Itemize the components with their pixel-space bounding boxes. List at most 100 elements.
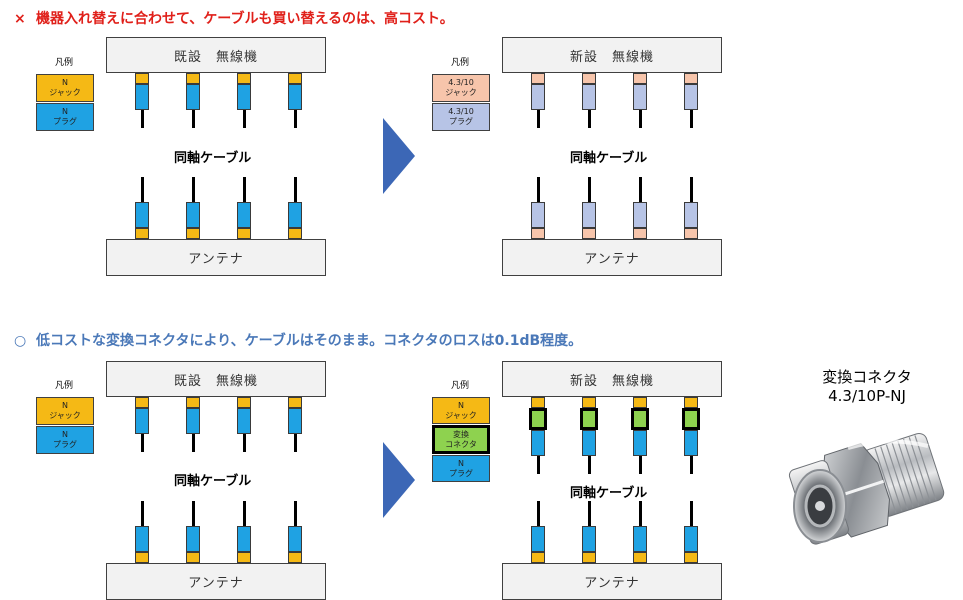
legend-line: N — [62, 430, 68, 439]
plug-connector — [186, 408, 200, 434]
plug-connector — [633, 430, 647, 456]
legend-n-jack: N ジャック — [36, 397, 94, 425]
plug-connector — [531, 526, 545, 552]
plug-connector — [186, 84, 200, 110]
jack-connector — [288, 228, 302, 239]
jack-connector — [531, 73, 545, 84]
legend-n-jack: N ジャック — [432, 397, 490, 424]
jack-connector — [582, 228, 596, 239]
legend-line: ジャック — [49, 88, 81, 97]
cable-wire — [191, 501, 195, 526]
cable-wire — [191, 434, 195, 452]
antenna-box: アンテナ — [502, 239, 722, 276]
plug-connector — [531, 202, 545, 228]
plug-connector — [135, 202, 149, 228]
plug-connector — [633, 202, 647, 228]
legend-title: 凡例 — [54, 381, 73, 391]
plug-connector — [531, 84, 545, 110]
jack-connector — [135, 552, 149, 563]
radio-box: 新設 無線機 — [502, 37, 722, 73]
legend-adapter: 変換 コネクタ — [432, 425, 490, 454]
jack-connector — [186, 73, 200, 84]
cable-wire — [689, 501, 693, 526]
legend-line: N — [458, 458, 464, 468]
legend-line: ジャック — [49, 411, 81, 420]
cable-wire — [293, 501, 297, 526]
circle-mark-icon: ○ — [14, 333, 27, 349]
jack-connector — [237, 73, 251, 84]
cable-wire — [536, 456, 540, 474]
legend-n-plug: N プラグ — [36, 103, 94, 131]
cable-wire — [242, 110, 246, 128]
legend-line: コネクタ — [445, 439, 477, 449]
jack-connector — [582, 73, 596, 84]
jack-connector — [288, 73, 302, 84]
plug-connector — [237, 526, 251, 552]
antenna-box: アンテナ — [502, 563, 722, 600]
product-title: 変換コネクタ 4.3/10P-NJ — [802, 368, 932, 406]
antenna-box: アンテナ — [106, 563, 326, 600]
legend-line: ジャック — [445, 88, 477, 97]
plug-connector — [582, 84, 596, 110]
jack-connector — [135, 73, 149, 84]
plug-connector — [186, 526, 200, 552]
arrow-right-icon — [383, 442, 415, 518]
cable-wire — [536, 501, 540, 526]
adapter-connector-photo — [778, 408, 958, 588]
plug-connector — [582, 430, 596, 456]
jack-connector — [582, 552, 596, 563]
product-title-line2: 4.3/10P-NJ — [828, 387, 906, 405]
plug-connector — [684, 202, 698, 228]
adapter-connector — [580, 408, 598, 430]
cable-wire — [689, 456, 693, 474]
plug-connector — [531, 430, 545, 456]
plug-connector — [288, 526, 302, 552]
adapter-connector — [529, 408, 547, 430]
cable-wire — [536, 110, 540, 128]
cable-wire — [587, 456, 591, 474]
jack-connector — [684, 73, 698, 84]
jack-connector — [237, 397, 251, 408]
plug-connector — [684, 526, 698, 552]
cable-wire — [140, 177, 144, 202]
jack-connector — [582, 397, 596, 408]
cable-wire — [587, 501, 591, 526]
jack-connector — [684, 397, 698, 408]
legend-n-plug: N プラグ — [432, 455, 490, 482]
jack-connector — [531, 552, 545, 563]
jack-connector — [135, 397, 149, 408]
legend-n-jack: N ジャック — [36, 74, 94, 102]
legend-line: N — [62, 107, 68, 116]
legend-line: 4.3/10 — [448, 78, 474, 87]
jack-connector — [186, 228, 200, 239]
cable-wire — [638, 456, 642, 474]
legend-line: N — [458, 400, 464, 410]
legend-line: N — [62, 401, 68, 410]
legend-title: 凡例 — [450, 381, 469, 391]
jack-connector — [186, 397, 200, 408]
legend-line: プラグ — [449, 117, 473, 126]
plug-connector — [135, 526, 149, 552]
plug-connector — [237, 84, 251, 110]
jack-connector — [633, 397, 647, 408]
plug-connector — [288, 408, 302, 434]
plug-connector — [237, 202, 251, 228]
cable-wire — [293, 434, 297, 452]
jack-connector — [684, 228, 698, 239]
jack-connector — [237, 228, 251, 239]
cable-wire — [587, 177, 591, 202]
legend-title: 凡例 — [450, 58, 469, 68]
cable-wire — [242, 501, 246, 526]
legend-line: 4.3/10 — [448, 107, 474, 116]
plug-connector — [186, 202, 200, 228]
heading-bad-text: 機器入れ替えに合わせて、ケーブルも買い替えるのは、高コスト。 — [36, 11, 454, 27]
arrow-right-icon — [383, 118, 415, 194]
heading-good: ○低コストな変換コネクタにより、ケーブルはそのまま。コネクタのロスは0.1dB程… — [14, 330, 582, 350]
legend-line: 変換 — [453, 429, 469, 439]
plug-connector — [684, 84, 698, 110]
cable-wire — [689, 177, 693, 202]
legend-line: ジャック — [445, 410, 477, 420]
jack-connector — [633, 552, 647, 563]
legend-line: N — [62, 78, 68, 87]
legend-line: プラグ — [449, 468, 473, 478]
